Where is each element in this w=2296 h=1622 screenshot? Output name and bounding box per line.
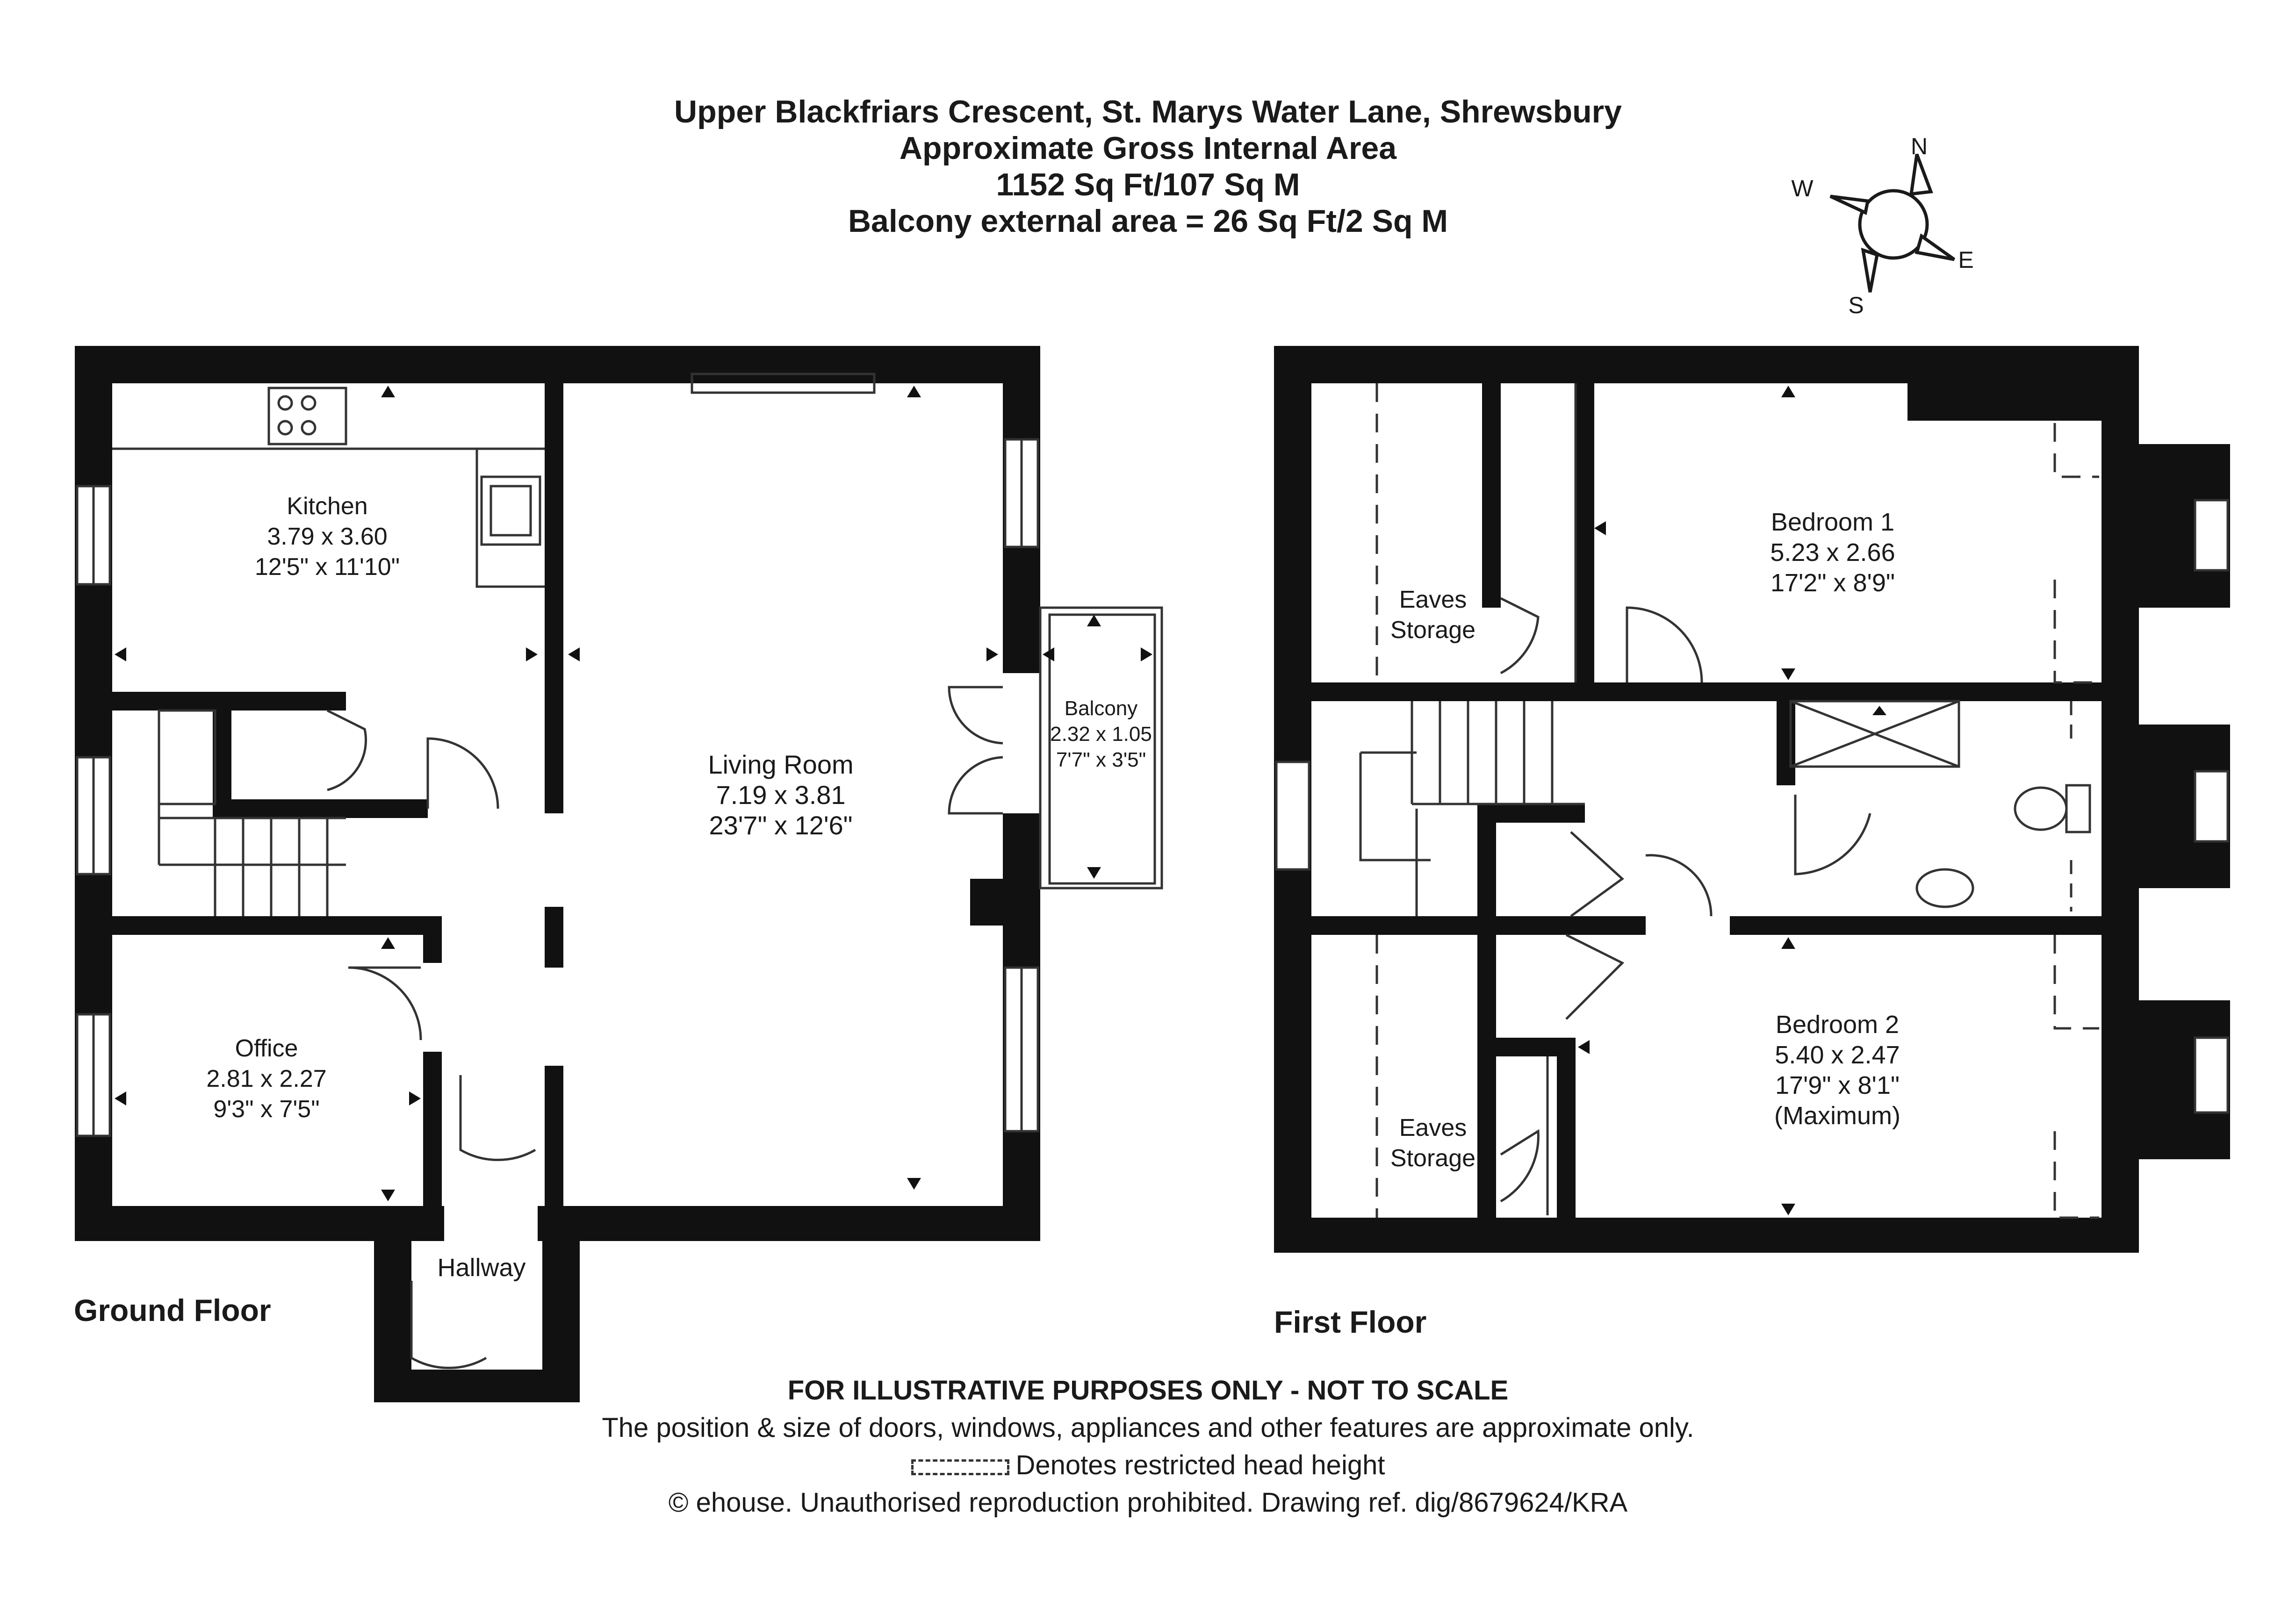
hob-icon bbox=[267, 387, 347, 445]
office-label: Office bbox=[235, 1035, 298, 1062]
ff-wall-mid-upper bbox=[1309, 682, 2104, 701]
shower-icon bbox=[1789, 700, 1960, 768]
balcony-imperial: 7'7" x 3'5" bbox=[1056, 748, 1146, 771]
hearth-icon bbox=[691, 373, 876, 394]
ff-wall-cupboard bbox=[1477, 823, 1496, 935]
gf-pillar bbox=[545, 907, 563, 968]
compass-w: W bbox=[1791, 175, 1814, 201]
plan-header: Upper Blackfriars Crescent, St. Marys Wa… bbox=[0, 93, 2296, 239]
wc-icon bbox=[2014, 786, 2068, 831]
ff-wall-landing bbox=[1477, 804, 1585, 823]
compass-icon bbox=[1829, 153, 1956, 293]
ff-fixtures bbox=[1359, 383, 2099, 1219]
ff-wall-bed2-left bbox=[1557, 1038, 1576, 1225]
living-room-label: Living Room bbox=[708, 750, 853, 779]
disclaimer: FOR ILLUSTRATIVE PURPOSES ONLY - NOT TO … bbox=[787, 1375, 1509, 1406]
ff-wall-mid-lower-right bbox=[1730, 916, 2104, 935]
office-imperial: 9'3" x 7'5" bbox=[213, 1096, 319, 1123]
living-room-imperial: 23'7" x 12'6" bbox=[709, 811, 852, 840]
living-room-metric: 7.19 x 3.81 bbox=[716, 780, 845, 810]
kitchen-label: Kitchen bbox=[287, 493, 367, 520]
bedroom1-metric: 5.23 x 2.66 bbox=[1770, 538, 1895, 567]
copyright: © ehouse. Unauthorised reproduction proh… bbox=[668, 1487, 1628, 1518]
bedroom1-imperial: 17'2" x 8'9" bbox=[1771, 569, 1895, 597]
hallway-label: Hallway bbox=[437, 1254, 525, 1282]
gf-hall-wall-bottom bbox=[374, 1370, 580, 1402]
ff-wall-bottom bbox=[1274, 1218, 2139, 1253]
kitchen-imperial: 12'5" x 11'10" bbox=[255, 553, 400, 581]
gf-windows bbox=[76, 438, 1039, 1137]
first-floor-label: First Floor bbox=[1274, 1305, 1427, 1339]
gf-wall-office-right bbox=[423, 1052, 442, 1225]
bedroom1-label: Bedroom 1 bbox=[1771, 508, 1894, 536]
gf-wall-office-stub bbox=[423, 916, 442, 963]
bedroom2-label: Bedroom 2 bbox=[1776, 1011, 1899, 1039]
eaves-lower-line1: Eaves bbox=[1399, 1114, 1467, 1141]
plan-footer: FOR ILLUSTRATIVE PURPOSES ONLY - NOT TO … bbox=[0, 1372, 2296, 1522]
bedroom2-imperial: 17'9" x 8'1" bbox=[1775, 1071, 1900, 1099]
gf-dimension-arrows bbox=[115, 386, 1152, 1201]
legend-text: Denotes restricted head height bbox=[1015, 1450, 1385, 1480]
basin-icon bbox=[1915, 868, 1974, 908]
eaves-lower-line2: Storage bbox=[1390, 1145, 1475, 1172]
balcony-label: Balcony bbox=[1065, 697, 1138, 720]
area-value: 1152 Sq Ft/107 Sq M bbox=[996, 167, 1300, 202]
restricted-height-legend-icon bbox=[911, 1459, 1009, 1475]
ff-wall-right bbox=[2102, 346, 2139, 1250]
balcony-metric: 2.32 x 1.05 bbox=[1050, 723, 1152, 746]
property-address: Upper Blackfriars Crescent, St. Marys Wa… bbox=[674, 94, 1622, 129]
balcony-area: Balcony external area = 26 Sq Ft/2 Sq M bbox=[848, 203, 1448, 239]
ff-wall-bed1-left bbox=[1576, 383, 1594, 692]
legend-row: Denotes restricted head height bbox=[0, 1447, 2296, 1484]
bedroom2-note: (Maximum) bbox=[1774, 1102, 1900, 1130]
ff-dimension-arrows bbox=[1578, 386, 2181, 1215]
gf-wall-office-top bbox=[94, 916, 442, 935]
ff-wall-eaves-lower bbox=[1477, 935, 1496, 1225]
compass-s: S bbox=[1848, 292, 1864, 318]
compass-e: E bbox=[1958, 247, 1973, 273]
ff-corner-block bbox=[1907, 346, 2104, 421]
eaves-upper-line1: Eaves bbox=[1399, 586, 1467, 613]
office-metric: 2.81 x 2.27 bbox=[206, 1065, 326, 1092]
ff-wall-eaves-upper bbox=[1482, 383, 1501, 608]
ground-floor-plan bbox=[75, 346, 1040, 1402]
gf-fixtures bbox=[112, 373, 1163, 1369]
kitchen-metric: 3.79 x 3.60 bbox=[267, 523, 387, 550]
eaves-upper-line2: Storage bbox=[1390, 617, 1475, 644]
ground-floor-label: Ground Floor bbox=[74, 1293, 271, 1328]
gf-wall-hall-living bbox=[545, 1066, 563, 1220]
sink-icon bbox=[480, 475, 541, 546]
gf-wall-stair-right bbox=[213, 799, 428, 818]
area-title: Approximate Gross Internal Area bbox=[899, 130, 1397, 166]
first-floor-plan bbox=[1274, 346, 2230, 1253]
bedroom2-metric: 5.40 x 2.47 bbox=[1775, 1041, 1900, 1069]
gf-wall-kitchen-living bbox=[545, 365, 563, 813]
ff-wall-closet bbox=[1477, 1038, 1559, 1056]
gf-chimney bbox=[970, 879, 1008, 926]
compass-n: N bbox=[1911, 133, 1928, 159]
ff-wall-bath-left bbox=[1777, 692, 1795, 785]
gf-wall-bottom-right bbox=[538, 1206, 1040, 1241]
position-note: The position & size of doors, windows, a… bbox=[602, 1413, 1694, 1443]
ff-windows bbox=[1275, 499, 2229, 1114]
